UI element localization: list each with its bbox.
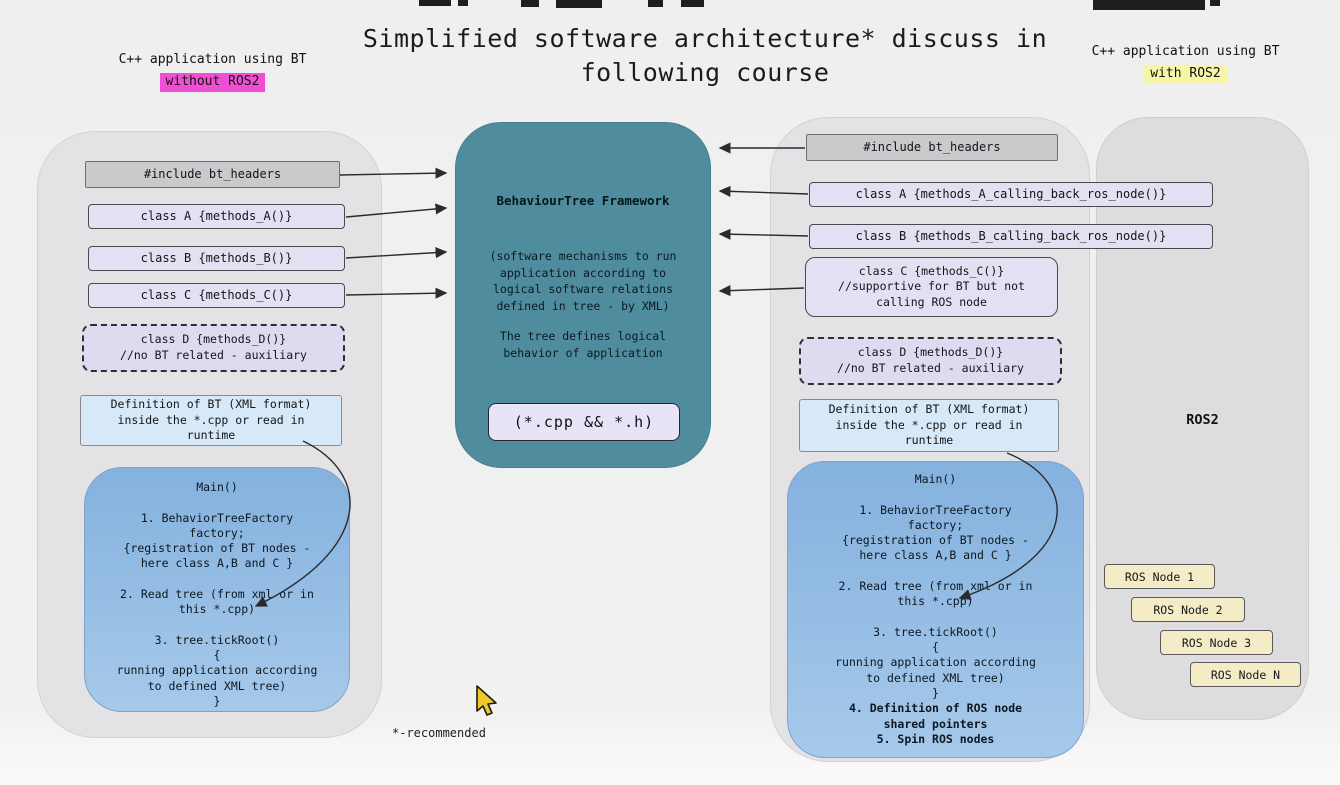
- left-column-header: C++ application using BT without ROS2: [60, 52, 365, 92]
- left-class-c-box: class C {methods_C()}: [88, 283, 345, 308]
- left-main-text: Main() 1. BehaviorTreeFactory factory; {…: [116, 480, 318, 708]
- video-artifact: [556, 0, 602, 8]
- ros2-label: ROS2: [1186, 412, 1219, 428]
- right-class-d-box: class D {methods_D()} //no BT related - …: [799, 337, 1062, 385]
- left-class-d-box: class D {methods_D()} //no BT related - …: [82, 324, 345, 372]
- right-column-header-text: C++ application using BT: [1091, 44, 1280, 59]
- left-class-a-box: class A {methods_A()}: [88, 204, 345, 229]
- left-column-highlight: without ROS2: [159, 72, 266, 92]
- page-title: Simplified software architecture* discus…: [362, 24, 1048, 87]
- ros-node-n: ROS Node N: [1190, 662, 1301, 687]
- recommended-footnote: *-recommended: [392, 726, 486, 740]
- framework-title: BehaviourTree Framework: [496, 193, 670, 208]
- video-artifact: [458, 0, 468, 6]
- left-include-box: #include bt_headers: [85, 161, 340, 188]
- ros-node-2: ROS Node 2: [1131, 597, 1245, 622]
- right-column-header: C++ application using BT with ROS2: [1058, 44, 1313, 84]
- behaviourtree-framework-box: BehaviourTree Framework (software mechan…: [455, 122, 711, 468]
- left-column-header-text: C++ application using BT: [118, 52, 307, 67]
- right-class-b-box: class B {methods_B_calling_back_ros_node…: [809, 224, 1213, 249]
- right-class-c-box: class C {methods_C()} //supportive for B…: [805, 257, 1058, 317]
- left-main-box: Main() 1. BehaviorTreeFactory factory; {…: [84, 467, 350, 712]
- left-bt-definition-box: Definition of BT (XML format) inside the…: [80, 395, 342, 446]
- mouse-cursor-icon: [476, 685, 497, 716]
- ros-node-3: ROS Node 3: [1160, 630, 1273, 655]
- right-class-a-box: class A {methods_A_calling_back_ros_node…: [809, 182, 1213, 207]
- framework-tree-note: The tree defines logical behavior of app…: [499, 329, 667, 360]
- video-artifact: [419, 0, 451, 6]
- right-main-text: Main() 1. BehaviorTreeFactory factory; {…: [835, 472, 1036, 700]
- video-artifact: [1093, 0, 1205, 10]
- right-main-ros-steps: 4. Definition of ROS node shared pointer…: [848, 701, 1023, 746]
- ros-node-1: ROS Node 1: [1104, 564, 1215, 589]
- framework-description: (software mechanisms to run application …: [489, 249, 677, 314]
- framework-files-badge: (*.cpp && *.h): [488, 403, 680, 441]
- right-bt-definition-box: Definition of BT (XML format) inside the…: [799, 399, 1059, 452]
- right-main-box: Main() 1. BehaviorTreeFactory factory; {…: [787, 461, 1084, 758]
- video-artifact: [648, 0, 663, 7]
- right-include-box: #include bt_headers: [806, 134, 1058, 161]
- video-artifact: [1210, 0, 1220, 6]
- right-column-highlight: with ROS2: [1144, 64, 1227, 84]
- video-artifact: [521, 0, 539, 7]
- left-class-b-box: class B {methods_B()}: [88, 246, 345, 271]
- video-artifact: [681, 0, 704, 7]
